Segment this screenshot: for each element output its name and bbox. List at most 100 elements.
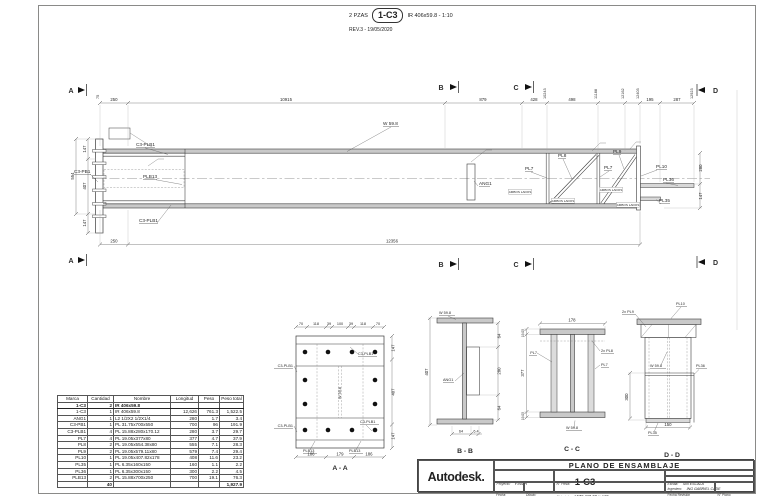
bom-cell: 4.7 <box>198 434 220 443</box>
bom-cell: 1 <box>87 414 114 423</box>
date-cell: Fecha: 19/05/2020 <box>494 481 524 496</box>
label: W 59.8 <box>439 311 451 315</box>
label-ang1: ANG1 <box>479 181 492 186</box>
station: 12923 <box>690 88 694 99</box>
label: C3-PLB1 <box>278 364 293 368</box>
section-title: B - B <box>457 448 473 455</box>
bom-cell: PL9 <box>57 447 88 456</box>
section-title: A - A <box>332 465 347 472</box>
bom-cell: 2 <box>87 447 114 456</box>
bom-cell: PL 6.35x160x150 <box>113 460 171 469</box>
label: PL7 <box>530 351 537 355</box>
dim: 178 <box>568 318 576 323</box>
profile-scale: IR 406x59.8 - 1:10 <box>407 12 453 19</box>
rev-date-cell: Fecha Revisión <box>665 481 715 496</box>
dim: 147 <box>391 344 396 352</box>
scale-label: Escala: <box>667 481 679 486</box>
dim: 118 <box>360 322 366 326</box>
piece-id-badge: 1-C3 <box>371 8 404 23</box>
bom-cell: 29.4 <box>219 447 244 456</box>
bom-cell: 1-C3 <box>57 401 88 410</box>
scale-cell: Escala: SIN ESCALA <box>665 470 755 486</box>
label: ANG1 <box>443 378 453 382</box>
bolts <box>302 349 378 433</box>
dim: 70 <box>376 322 380 326</box>
bom-cell: 3.4 <box>219 414 244 423</box>
bom-cell <box>219 401 244 410</box>
label: PLB13 <box>349 449 360 453</box>
bom-cell: 2 <box>87 401 114 410</box>
dim: 377 <box>520 369 525 377</box>
label: PL36 <box>696 364 705 368</box>
bom-cell: PL 15.88x280x170.12 <box>113 427 171 436</box>
dim: 250 <box>110 97 118 102</box>
bom-cell: 1.7 <box>198 414 220 423</box>
bom-cell: 7.1 <box>198 441 220 449</box>
bom-cell: L2 1/2X2 1/2X1/4 <box>113 414 171 423</box>
sheet-frame <box>38 5 756 494</box>
bom-header-cell: Nombre <box>113 395 171 403</box>
station: 11188 <box>594 89 598 99</box>
bom-cell: 300 <box>170 467 199 476</box>
dim: 19.05 <box>521 329 525 337</box>
label: PL7 <box>601 363 608 367</box>
bom-cell: 4 <box>87 427 114 436</box>
bom-cell: 2.2 <box>219 460 244 469</box>
dim: 407 <box>424 368 429 376</box>
label-pl8: PL8 <box>558 153 567 158</box>
drawn-by-label: Dibujo: <box>526 493 537 496</box>
dim: 147 <box>82 219 87 227</box>
bom-header-cell: Cantidad <box>87 395 114 403</box>
engineer-cell: Ingeniero: ING GABRIEL CADE <box>665 475 755 491</box>
dim: 100 <box>337 322 343 326</box>
end-cap-plate <box>636 145 641 211</box>
project-label: Proyecto: <box>496 481 511 486</box>
bom-cell: 7.4 <box>198 447 220 456</box>
drawn-by-cell: Dibujo: GRUPO EISA <box>524 481 554 496</box>
weld-notes: AMBOS LADOS AMBOS LADOS AMBOS LADOS AMBO… <box>508 187 640 208</box>
bom-cell: PL35 <box>57 460 88 469</box>
station: 12162 <box>621 88 625 99</box>
dim: 118 <box>313 322 319 326</box>
marker-b-top: B <box>438 85 443 92</box>
bom-cell: 280 <box>170 427 199 436</box>
dim: 300 <box>624 393 629 401</box>
label: C3-PLB1 <box>358 352 373 356</box>
bom-cell: PL 6.35x300x150 <box>113 467 171 476</box>
dim: 39 <box>349 322 353 326</box>
bom-header-cell: Longitud <box>170 395 199 403</box>
bom-cell: 19.1 <box>198 474 220 482</box>
bom-cell: C3-PB1 <box>57 421 88 429</box>
bom-cell: PL 19.05x554.38x80 <box>113 441 171 449</box>
bom-header-cell: Marca <box>57 395 88 403</box>
engineer-label: Ingeniero: <box>667 487 683 492</box>
dim: 70 <box>299 322 303 326</box>
bom-cell: 76.3 <box>219 474 244 482</box>
label: 2x PL8 <box>601 349 613 353</box>
bom-cell: 4.5 <box>219 467 244 476</box>
dim: 64 <box>459 430 463 434</box>
dim: 19.05 <box>521 412 525 420</box>
dim: 186 <box>307 452 315 457</box>
bom-cell: 1-C3 <box>57 408 88 416</box>
main-elevation: W 59.8 C3-PLB1 C3-PB1 PLB13 C3-PLB1 ANG1… <box>68 81 738 330</box>
dim: 407 <box>82 182 87 190</box>
beam-bottom-flange <box>101 203 641 209</box>
bom-cell: PLB13 <box>57 474 88 482</box>
bom-cell: 280 <box>170 414 199 423</box>
drawing-header: 2 PZAS 1-C3 IR 406x59.8 - 1:10 <box>349 8 453 23</box>
bom-cell: 2 <box>87 441 114 449</box>
bom-cell: 1 <box>87 460 114 469</box>
bom-cell: 3.7 <box>198 427 220 436</box>
rev-date-label: Fecha Revisión <box>667 493 691 496</box>
